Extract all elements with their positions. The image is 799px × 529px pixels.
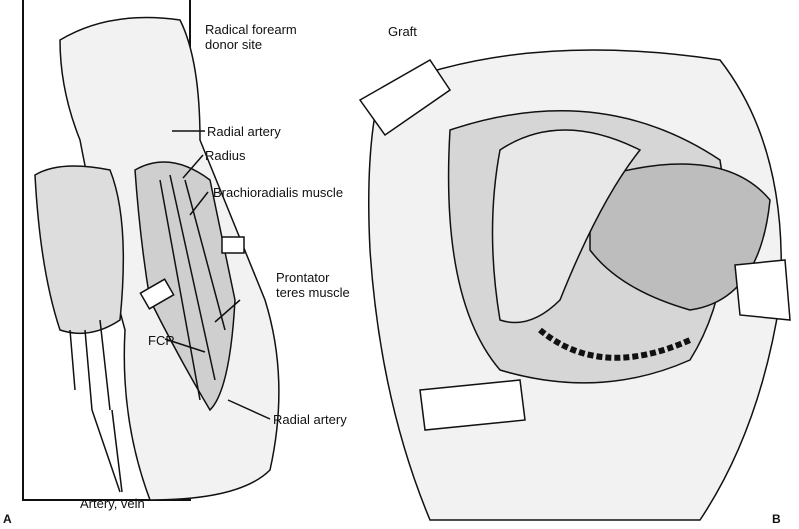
- label-artery-vein: Artery, vein: [80, 496, 145, 511]
- label-brachioradialis: Brachioradialis muscle: [213, 185, 344, 200]
- teeth: [538, 327, 692, 361]
- label-pronator: Prontator teres muscle: [276, 270, 350, 300]
- label-radial-artery-top: Radial artery: [207, 124, 281, 139]
- label-graft: Graft: [388, 24, 417, 39]
- label-radius: Radius: [205, 148, 246, 163]
- exposed-muscles: [134, 161, 236, 412]
- retractor-bottom: [419, 379, 526, 431]
- label-radial-artery-bottom: Radial artery: [273, 412, 347, 427]
- graft-flap-b: [491, 129, 642, 324]
- retractor-top: [358, 59, 452, 137]
- label-donor-site: Radical forearm donor site: [205, 22, 297, 52]
- graft-flap: [34, 165, 125, 335]
- panel-a-letter: A: [3, 512, 12, 526]
- label-fcr: FCR: [148, 333, 175, 348]
- retractor-right: [734, 259, 791, 321]
- panel-b-letter: B: [772, 512, 781, 526]
